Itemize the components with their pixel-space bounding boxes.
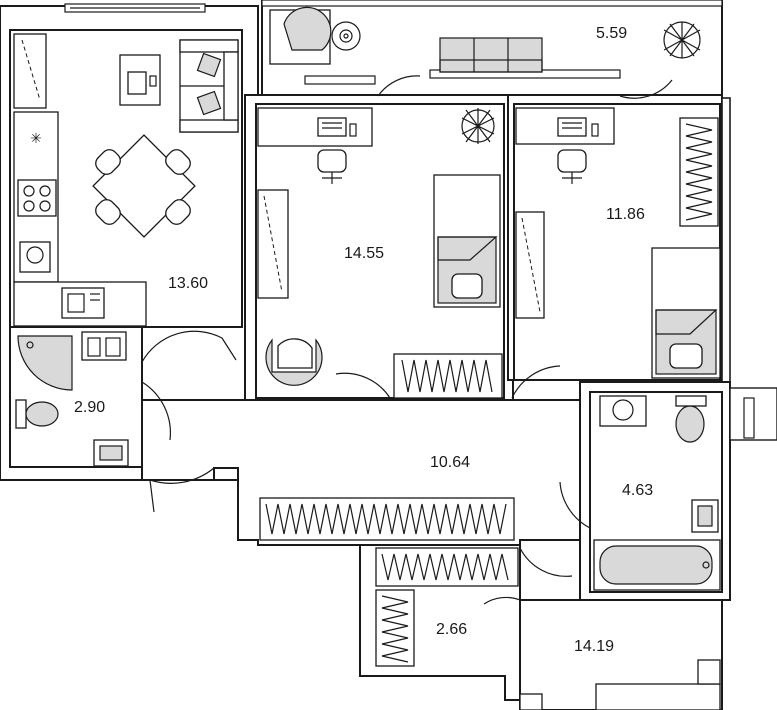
door-bedroom-2: [511, 365, 561, 399]
bed-1: [433, 174, 501, 308]
fan-icon: ✳: [30, 131, 42, 147]
wardrobe-rack-1: [375, 547, 519, 587]
armchair-1: [265, 338, 323, 386]
area-label-bathroom-1: 2.90: [74, 399, 105, 416]
door-wardrobe: [519, 547, 573, 577]
bedroom-2: [515, 107, 721, 379]
toilet-icon: [15, 399, 59, 429]
cabinet-hinge: [21, 39, 41, 101]
door-bedroom-1: [335, 372, 391, 399]
bed-2: [651, 247, 721, 379]
wardrobe-room: [375, 547, 519, 667]
balcony-sofa: [439, 37, 543, 73]
bathroom-2: [593, 395, 721, 591]
kitchen-sink-icon: [61, 287, 105, 319]
window-bedroom-1: [304, 75, 376, 85]
hallway-wardrobe: [259, 497, 515, 541]
washer-cabinet: [81, 331, 127, 361]
area-labels: 13.60 2.90 14.55 5.59 11.86 10.64 4.63 2…: [74, 25, 653, 655]
area-label-wardrobe: 2.66: [436, 621, 467, 638]
dining-table: [92, 134, 196, 238]
sofa: [179, 39, 239, 133]
hallway: [149, 467, 515, 541]
wall-bedroom-3: [519, 599, 723, 710]
balcony-chair: [283, 6, 332, 51]
door-bathroom-2: [559, 481, 591, 529]
laptop-icon: [317, 117, 357, 137]
bedroom-1: [257, 107, 503, 399]
cabinet-bedroom-3: [519, 693, 543, 710]
bed-3: [595, 683, 721, 710]
area-label-balcony: 5.59: [596, 25, 627, 42]
toilet-icon-2: [675, 395, 707, 443]
washing-machine-icon-2: [599, 395, 647, 427]
laptop-icon-2: [557, 117, 599, 137]
desk-chair: [317, 149, 347, 184]
door-balcony-2: [619, 79, 673, 99]
door-bedroom-3: [483, 596, 521, 605]
radiator-2: [679, 117, 719, 227]
kitchen: ✳: [13, 33, 239, 327]
balcony-rail: [261, 0, 723, 7]
wardrobe-rack-2: [375, 589, 415, 667]
balcony-stool: [331, 21, 361, 51]
door-balcony-1: [377, 75, 421, 97]
plant-icon: [461, 108, 495, 144]
washing-machine-icon: [19, 241, 51, 273]
area-label-bedroom-2: 11.86: [606, 206, 645, 223]
desk-chair-2: [557, 149, 587, 184]
doors: [141, 75, 673, 605]
area-label-bathroom-2: 4.63: [622, 482, 653, 499]
balcony-plant-icon: [663, 21, 701, 59]
shaft-inner: [743, 397, 755, 439]
area-label-bedroom-1: 14.55: [344, 245, 384, 262]
bathroom-1: [15, 331, 129, 467]
shower-drain: [26, 341, 34, 349]
nightstand: [697, 659, 721, 685]
bedroom-3: [519, 659, 721, 710]
area-label-hallway: 10.64: [430, 454, 470, 471]
bathroom-sink-icon: [93, 439, 129, 467]
wardrobe-cabinet: [13, 33, 47, 109]
laptop-table: [119, 54, 161, 106]
door-kitchen: [141, 330, 237, 363]
balcony: [269, 6, 701, 73]
wardrobe-1: [257, 189, 289, 299]
area-label-kitchen-living: 13.60: [168, 275, 208, 292]
radiator-1: [393, 353, 503, 399]
door-bathroom-1: [141, 381, 172, 441]
bathtub-icon: [593, 539, 721, 591]
desk-1: [257, 107, 373, 147]
bathroom-sink-icon-2: [691, 499, 719, 533]
shower-tray: [17, 335, 73, 391]
wall-right: [721, 97, 731, 389]
wardrobe-2: [515, 211, 545, 319]
area-label-bedroom-3: 14.19: [574, 638, 614, 655]
entrance-door: [149, 467, 215, 513]
stove-icon: [17, 179, 57, 217]
